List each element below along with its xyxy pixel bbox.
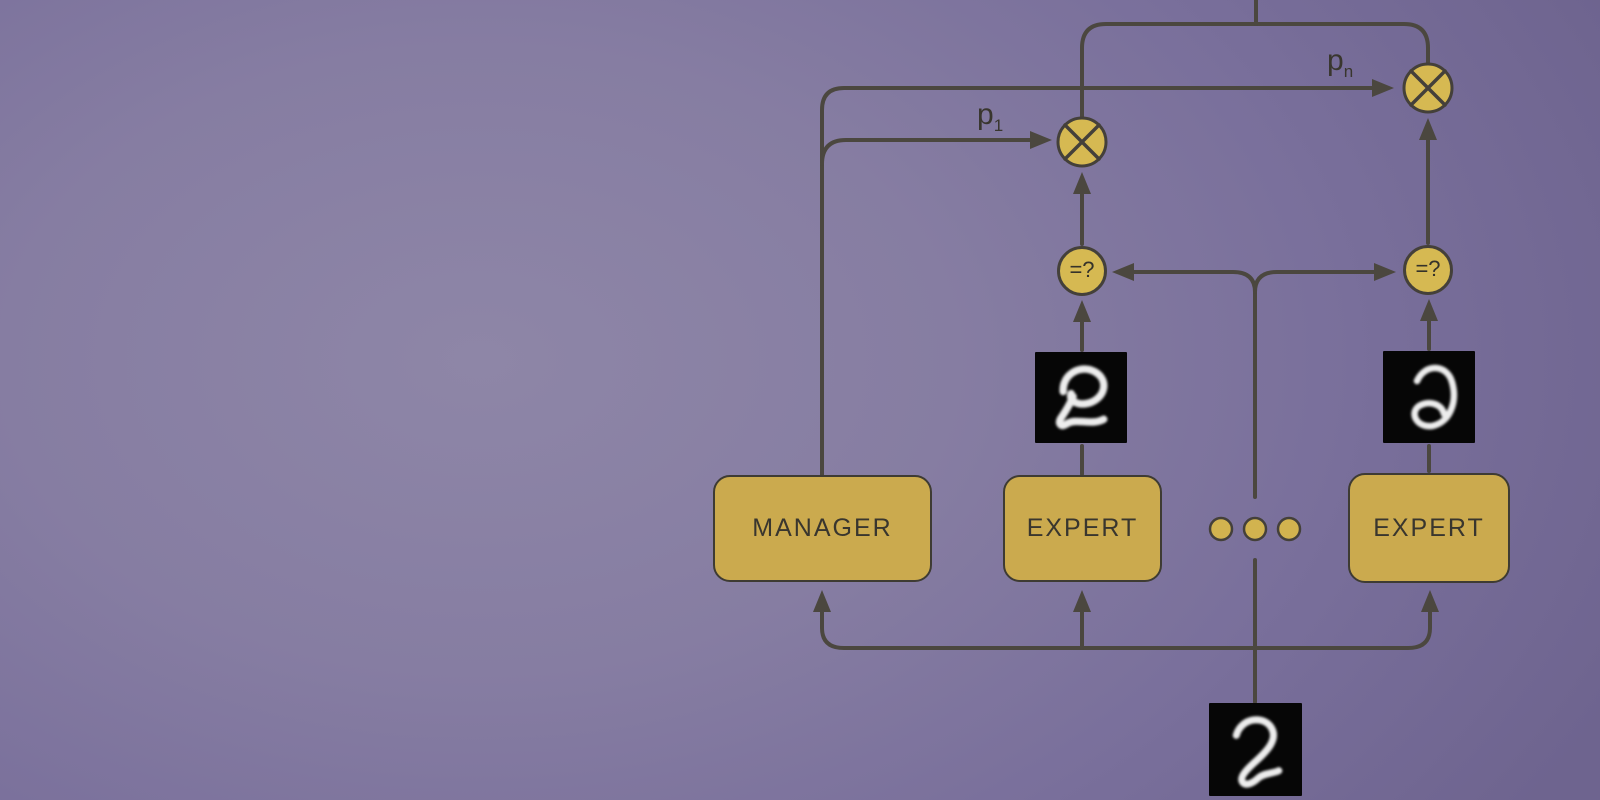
handwritten-digit-2 — [1232, 716, 1283, 788]
digit-image-expert1-output — [1035, 352, 1127, 443]
ellipsis-dots — [1208, 516, 1302, 542]
wire-manager-to-pn — [820, 86, 1380, 478]
gate-weight-label-p1: p1 — [977, 98, 1003, 136]
wire-fork-left — [1132, 270, 1257, 294]
wire-input-distribution — [820, 608, 1432, 650]
p1-subscript: 1 — [993, 116, 1004, 135]
arrowheads — [813, 79, 1439, 612]
circle-times-icon — [1409, 69, 1447, 107]
compare-node-right: =? — [1403, 245, 1453, 295]
expert-n-node: EXPERT — [1348, 473, 1510, 583]
pn-subscript: n — [1343, 62, 1354, 81]
gate-weight-label-pn: pn — [1327, 44, 1353, 82]
expert-1-node: EXPERT — [1003, 475, 1162, 582]
wire-fork-right — [1253, 270, 1376, 294]
expert-n-label: EXPERT — [1373, 513, 1485, 542]
multiply-node-right — [1402, 62, 1454, 114]
compare-node-left: =? — [1057, 246, 1107, 296]
compare-symbol: =? — [1069, 257, 1095, 282]
pn-base: p — [1327, 44, 1344, 77]
circle-times-icon — [1063, 123, 1101, 161]
compare-symbol: =? — [1415, 256, 1441, 281]
handwritten-digit-2 — [1411, 364, 1458, 430]
expert-1-label: EXPERT — [1026, 514, 1139, 542]
wire-output-bus — [1080, 22, 1430, 121]
manager-label: MANAGER — [752, 514, 893, 542]
multiply-node-left — [1056, 116, 1108, 168]
p1-base: p — [977, 98, 994, 131]
digit-image-expertn-output — [1383, 351, 1475, 443]
manager-node: MANAGER — [713, 475, 932, 582]
handwritten-digit-2 — [1055, 365, 1108, 430]
wire-p1-branch — [820, 138, 1038, 166]
digit-image-network-input — [1209, 703, 1302, 796]
